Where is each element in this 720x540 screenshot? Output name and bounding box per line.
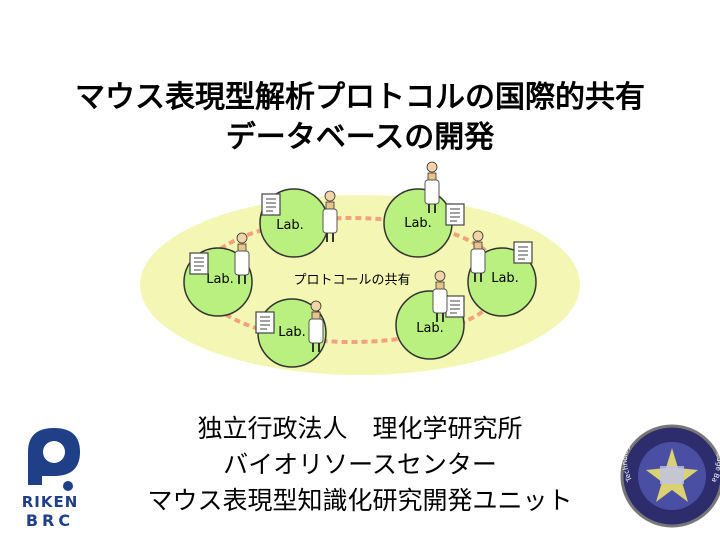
document-icon <box>513 241 533 264</box>
scientist-icon <box>322 190 338 242</box>
organization-line-2: バイオリソースセンター <box>223 450 497 479</box>
document-icon <box>445 203 465 226</box>
scientist-icon <box>308 300 324 352</box>
document-icon <box>445 295 465 318</box>
lab-label: Lab. <box>206 272 234 287</box>
organization-line-3: マウス表現型知識化研究開発ユニット <box>147 486 573 515</box>
riken-brc-logo: RIKEN BRC <box>22 428 80 530</box>
lab-label: Lab. <box>404 216 432 231</box>
page-title-line-2: データベースの開発 <box>225 120 495 155</box>
scientist-icon <box>234 232 250 284</box>
scientist-icon <box>470 230 486 282</box>
document-icon <box>255 311 275 334</box>
page-title-line-1: マウス表現型解析プロトコルの国際的共有 <box>75 80 645 115</box>
document-icon <box>189 252 209 275</box>
lab-node-top-right: Lab. <box>383 188 453 258</box>
lab-node-bottom-left: Lab. <box>257 298 327 368</box>
center-label: プロトコールの共有 <box>293 273 410 288</box>
lab-label: Lab. <box>416 321 444 336</box>
scientist-icon <box>432 270 448 322</box>
lab-label: Lab. <box>491 271 519 286</box>
lab-label: Lab. <box>278 325 306 340</box>
scientist-icon <box>424 161 440 213</box>
riken-logo-bottom-text: BRC <box>26 511 74 530</box>
document-icon <box>261 193 281 216</box>
background-ellipse <box>140 195 580 375</box>
lab-label: Lab. <box>276 218 304 233</box>
riken-logo-top-text: RIKEN <box>22 493 79 511</box>
organization-line-1: 独立行政法人 理化学研究所 <box>197 414 523 443</box>
